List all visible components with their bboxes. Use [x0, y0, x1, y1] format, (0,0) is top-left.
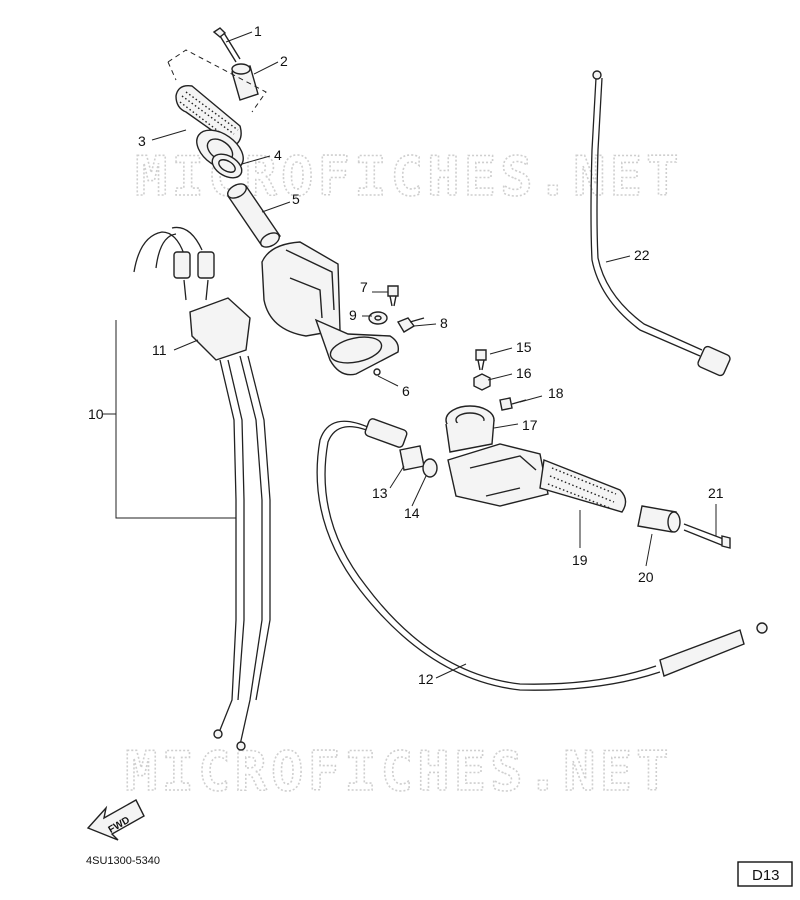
callout-7: 7 — [360, 279, 368, 295]
diagram-code: 4SU1300-5340 — [86, 855, 160, 867]
part-nut-14 — [422, 458, 438, 478]
part-bolt-21 — [683, 523, 731, 549]
callout-8: 8 — [440, 315, 448, 331]
callout-19: 19 — [572, 552, 588, 568]
callout-18: 18 — [548, 385, 564, 401]
callout-10: 10 — [88, 406, 104, 422]
part-screw-7 — [387, 285, 399, 307]
callout-22: 22 — [634, 247, 650, 263]
callout-12: 12 — [418, 671, 434, 687]
callout-15: 15 — [516, 339, 532, 355]
part-bolt-15 — [475, 349, 487, 371]
part-housing-6 — [261, 241, 400, 376]
part-screw-18 — [499, 397, 527, 411]
part-sleeve-5 — [226, 183, 282, 248]
page-ref-box: D13 — [737, 861, 793, 887]
part-nut-16 — [473, 373, 491, 391]
callout-11: 11 — [152, 342, 167, 358]
callout-21: 21 — [708, 485, 724, 501]
callout-2: 2 — [280, 53, 288, 69]
callout-6: 6 — [402, 383, 410, 399]
part-bolt-1 — [212, 27, 241, 63]
part-clamp-17 — [445, 405, 495, 453]
callouts: 1 2 3 4 5 6 7 8 9 10 11 12 13 14 15 16 1… — [88, 23, 724, 687]
callout-4: 4 — [274, 147, 282, 163]
callout-5: 5 — [292, 191, 300, 207]
part-switch-housing — [447, 443, 549, 507]
part-collar-4 — [211, 153, 243, 179]
dashed-bracket-2 — [167, 61, 177, 81]
page-ref: D13 — [752, 867, 780, 884]
callout-16: 16 — [516, 365, 532, 381]
dashed-bracket-1 — [167, 49, 267, 113]
part-weight-2 — [231, 63, 259, 101]
part-weight-20 — [637, 505, 681, 533]
fwd-arrow-icon: FWD — [86, 799, 145, 841]
callout-20: 20 — [638, 569, 654, 585]
part-throttle-cables — [133, 226, 271, 751]
callout-3: 3 — [138, 133, 146, 149]
bracket-10 — [115, 320, 236, 519]
callout-9: 9 — [349, 307, 357, 323]
part-grip-19 — [539, 459, 627, 513]
callout-1: 1 — [254, 23, 262, 39]
part-washer-9 — [368, 311, 388, 325]
part-clutch-cable — [316, 418, 768, 691]
callout-14: 14 — [404, 505, 420, 521]
part-speedo-cable-22 — [590, 70, 731, 377]
callout-13: 13 — [372, 485, 388, 501]
leader-lines — [103, 31, 717, 679]
watermark-bottom: MICROFICHES.NET — [125, 740, 673, 803]
callout-17: 17 — [522, 417, 538, 433]
